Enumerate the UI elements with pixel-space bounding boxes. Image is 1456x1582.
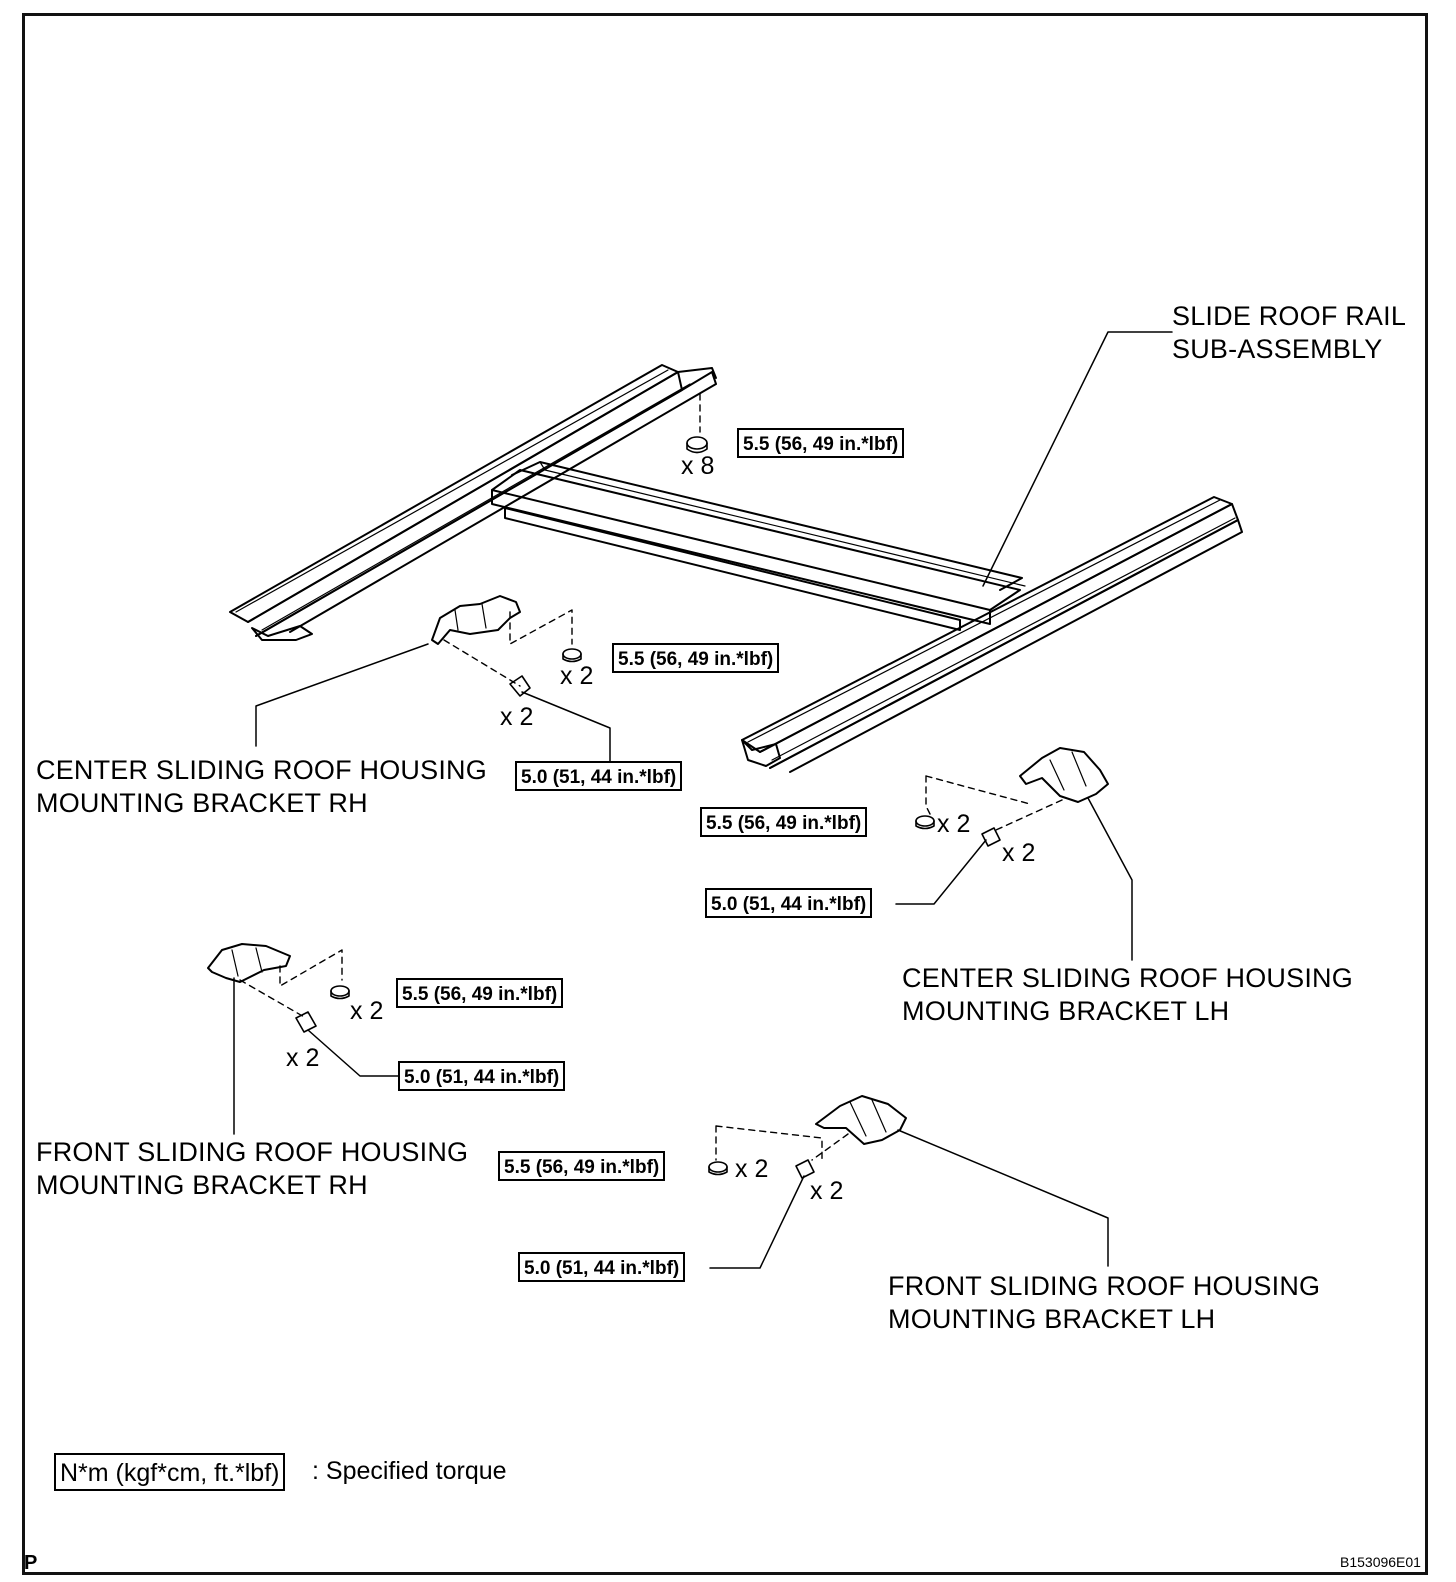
slide-roof-rail-label-line1: SLIDE ROOF RAIL [1172, 301, 1407, 331]
qty-front-lh-nuts: x 2 [735, 1155, 769, 1183]
cross-members [491, 461, 1026, 631]
center-bracket-lh-label: CENTER SLIDING ROOF HOUSING MOUNTING BRA… [902, 962, 1353, 1028]
leader-lines [233, 331, 1173, 1269]
center-bracket-rh-label-line2: MOUNTING BRACKET RH [36, 788, 368, 818]
front-bracket-rh-label: FRONT SLIDING ROOF HOUSING MOUNTING BRAC… [36, 1136, 468, 1202]
front-bracket-lh-part [815, 1095, 907, 1145]
qty-front-rh-nuts: x 2 [350, 997, 384, 1025]
qty-center-rh-nuts: x 2 [560, 662, 594, 690]
front-bracket-rh-part [207, 943, 291, 983]
qty-front-lh-bolts: x 2 [810, 1177, 844, 1205]
qty-center-lh-nuts: x 2 [937, 810, 971, 838]
center-bracket-lh-label-line2: MOUNTING BRACKET LH [902, 996, 1230, 1026]
torque-box-center-lh-nut: 5.5 (56, 49 in.*lbf) [700, 807, 868, 837]
diagram-frame [22, 13, 1428, 1575]
slide-roof-rail-label-line2: SUB-ASSEMBLY [1172, 334, 1383, 364]
qty-center-lh-bolts: x 2 [1002, 839, 1036, 867]
front-bracket-lh-label-line1: FRONT SLIDING ROOF HOUSING [888, 1271, 1321, 1301]
torque-legend-text: : Specified torque [312, 1457, 507, 1485]
slide-roof-rail-label: SLIDE ROOF RAIL SUB-ASSEMBLY [1172, 300, 1406, 366]
torque-box-center-rh-nut: 5.5 (56, 49 in.*lbf) [612, 643, 780, 673]
torque-box-front-rh-nut: 5.5 (56, 49 in.*lbf) [396, 978, 564, 1008]
left-rail [229, 364, 717, 641]
center-bracket-rh-part [431, 595, 521, 645]
qty-rail-nuts: x 8 [681, 452, 715, 480]
center-bracket-rh-label: CENTER SLIDING ROOF HOUSING MOUNTING BRA… [36, 754, 487, 820]
front-bracket-lh-label: FRONT SLIDING ROOF HOUSING MOUNTING BRAC… [888, 1270, 1320, 1336]
front-bracket-rh-label-line1: FRONT SLIDING ROOF HOUSING [36, 1137, 469, 1167]
torque-box-front-lh-bolt: 5.0 (51, 44 in.*lbf) [518, 1252, 686, 1282]
torque-box-front-lh-nut: 5.5 (56, 49 in.*lbf) [498, 1151, 666, 1181]
center-bracket-rh-label-line1: CENTER SLIDING ROOF HOUSING [36, 755, 487, 785]
qty-center-rh-bolts: x 2 [500, 703, 534, 731]
center-bracket-lh-part [1019, 747, 1109, 803]
corner-mark: P [24, 1552, 38, 1574]
torque-box-center-lh-bolt: 5.0 (51, 44 in.*lbf) [705, 888, 873, 918]
torque-box-center-rh-bolt: 5.0 (51, 44 in.*lbf) [515, 761, 683, 791]
front-bracket-rh-label-line2: MOUNTING BRACKET RH [36, 1170, 368, 1200]
torque-box-front-rh-bolt: 5.0 (51, 44 in.*lbf) [398, 1061, 566, 1091]
fasteners [295, 436, 1001, 1179]
dashed-guides [239, 393, 1063, 1161]
right-rail [741, 496, 1243, 773]
torque-legend-box: N*m (kgf*cm, ft.*lbf) [54, 1453, 286, 1491]
qty-front-rh-bolts: x 2 [286, 1044, 320, 1072]
figure-id: B153096E01 [1340, 1554, 1421, 1570]
torque-box-rail-nut: 5.5 (56, 49 in.*lbf) [737, 428, 905, 458]
front-bracket-lh-label-line2: MOUNTING BRACKET LH [888, 1304, 1216, 1334]
center-bracket-lh-label-line1: CENTER SLIDING ROOF HOUSING [902, 963, 1353, 993]
